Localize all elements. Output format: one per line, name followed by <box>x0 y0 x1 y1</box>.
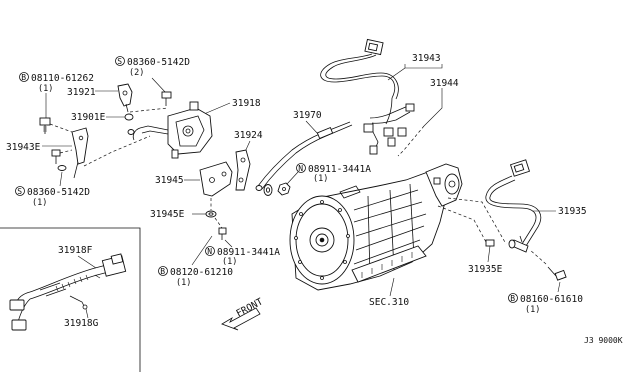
screw-symbol-top <box>115 56 125 66</box>
part-31921-bracket <box>117 83 133 113</box>
bolt-lower-center <box>218 227 227 240</box>
label-31943e: 31943E <box>6 142 41 153</box>
qty-08360-top: (2) <box>129 68 144 78</box>
svg-text:S: S <box>117 57 122 66</box>
washer-center <box>263 184 273 196</box>
label-08120-61210: 08120-61210 <box>170 267 233 278</box>
bolt-symbol-08110 <box>19 72 29 82</box>
label-31945: 31945 <box>155 175 184 186</box>
label-31924: 31924 <box>234 130 263 141</box>
part-31943e-bracket <box>71 127 89 179</box>
label-31935e: 31935E <box>468 264 503 275</box>
part-31970-cable <box>255 121 353 191</box>
qty-08160: (1) <box>525 305 540 315</box>
label-31918: 31918 <box>232 98 261 109</box>
svg-text:B: B <box>160 267 165 276</box>
bolt-08160 <box>547 266 567 281</box>
label-31935: 31935 <box>558 206 587 217</box>
part-31918-switch <box>132 101 213 159</box>
label-08360-5142d-bottom: 08360-5142D <box>27 187 90 198</box>
label-31970: 31970 <box>293 110 322 121</box>
nut-upper <box>277 182 291 196</box>
label-08360-5142d-top: 08360-5142D <box>127 57 190 68</box>
svg-text:S: S <box>17 187 22 196</box>
part-31924-lever <box>235 149 251 191</box>
nut-symbol-upper <box>296 163 306 173</box>
qty-08110: (1) <box>38 84 53 94</box>
svg-text:N: N <box>207 247 212 256</box>
diagram-code: J3 9000K <box>584 336 623 345</box>
svg-text:N: N <box>298 164 303 173</box>
bolt-symbol-08160 <box>508 293 518 303</box>
qty-08360-bottom: (1) <box>32 198 47 208</box>
label-08911-3441a-lower: 08911-3441A <box>217 247 280 258</box>
washer-small <box>57 165 67 171</box>
part-31945-bracket <box>199 161 233 197</box>
bolt-small-left <box>51 149 61 164</box>
front-arrow-icon <box>221 307 261 331</box>
part-31901e-clip <box>124 113 135 135</box>
label-08160-61610: 08160-61610 <box>520 294 583 305</box>
qty-08120: (1) <box>176 278 191 288</box>
part-31945e-washer <box>205 210 217 218</box>
label-front: FRONT <box>234 296 265 319</box>
svg-text:B: B <box>21 73 26 82</box>
nut-symbol-lower <box>205 246 215 256</box>
label-31918f: 31918F <box>58 245 93 256</box>
label-31944: 31944 <box>430 78 459 89</box>
label-31943: 31943 <box>412 53 441 64</box>
inset-box-border <box>0 227 141 372</box>
qty-08911-upper: (1) <box>313 174 328 184</box>
label-31945e: 31945E <box>150 209 185 220</box>
svg-text:B: B <box>510 294 515 303</box>
label-31901e: 31901E <box>71 112 106 123</box>
label-31918g: 31918G <box>64 318 99 329</box>
bolt-symbol-08120 <box>158 266 168 276</box>
label-sec310: SEC.310 <box>369 297 409 308</box>
label-31921: 31921 <box>67 87 96 98</box>
part-31943-harness <box>320 38 415 155</box>
bolt-08110 <box>39 117 51 134</box>
label-08911-3441a-upper: 08911-3441A <box>308 164 371 175</box>
label-08110-61262: 08110-61262 <box>31 73 94 84</box>
part-31935-sensor <box>485 159 542 253</box>
harness-31918f <box>9 253 127 331</box>
qty-08911-lower: (1) <box>222 257 237 267</box>
screw-symbol-bottom <box>15 186 25 196</box>
part-31935e-oring <box>485 239 495 247</box>
transmission-assembly-sec310 <box>289 163 463 291</box>
screw-part-top <box>161 91 172 106</box>
